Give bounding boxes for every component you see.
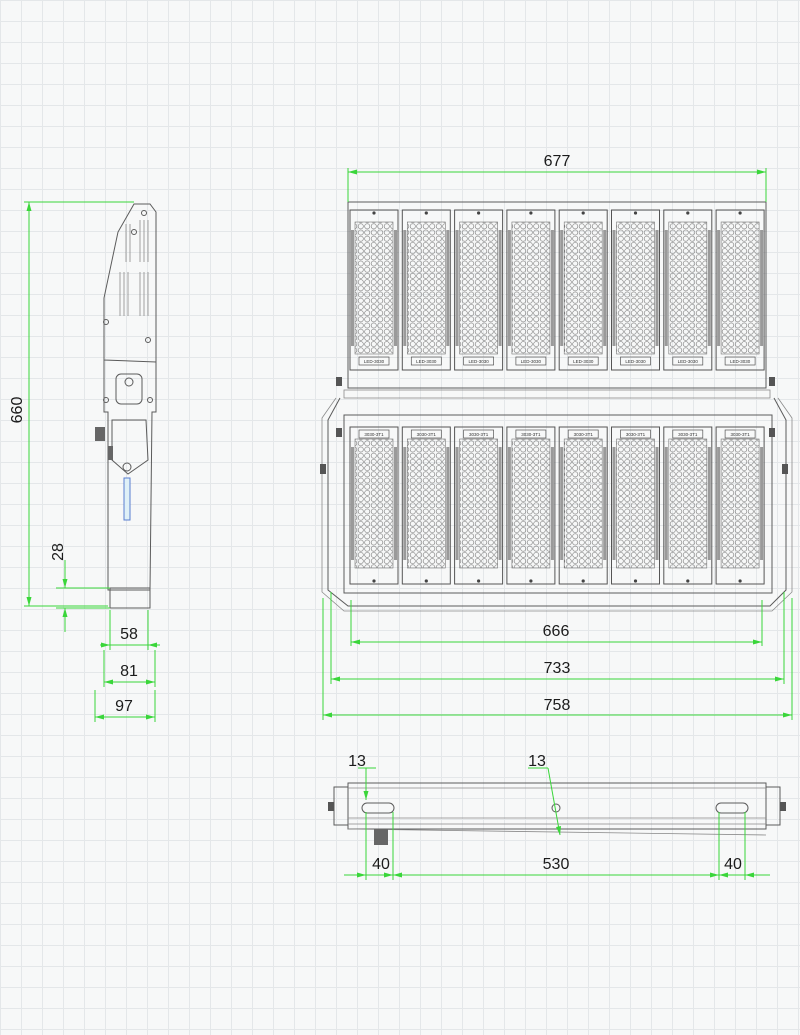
led-module-label: 3030-3T1 <box>626 432 646 437</box>
side-housing-lower <box>103 360 157 591</box>
bolt-icon <box>124 377 134 387</box>
dim-label-660: 660 <box>9 397 26 424</box>
bottom-view: 13 13 40 530 40 <box>328 753 786 880</box>
led-module: LED-3030 <box>611 209 660 371</box>
dim-28: 28 <box>50 543 110 632</box>
dim-label-13-center: 13 <box>528 753 546 770</box>
dim-label-40-left: 40 <box>372 856 390 873</box>
led-module-label: LED-3030 <box>364 359 385 364</box>
dim-label-758: 758 <box>544 697 571 714</box>
led-module: 3030-3T1 <box>663 426 713 585</box>
mounting-slot-left <box>361 802 395 814</box>
lower-housing <box>343 414 773 594</box>
dim-660: 660 <box>9 201 134 607</box>
led-module: 3030-3T1 <box>558 426 608 585</box>
led-module: 3030-3T1 <box>401 426 451 585</box>
knob-icon <box>320 464 326 474</box>
front-view: LED-3030 LED-3030 LED-3030 LED-3030 LED-3030… <box>320 153 793 720</box>
knob-icon <box>769 377 775 386</box>
dim-666: 666 <box>350 600 763 646</box>
hinge-bar <box>343 389 771 399</box>
dim-97: 97 <box>94 690 156 722</box>
dim-label-28: 28 <box>50 543 67 561</box>
led-module-label: LED-3030 <box>730 359 751 364</box>
knob-icon <box>336 428 342 437</box>
cable-gland-icon <box>374 829 388 845</box>
led-module: LED-3030 <box>663 209 713 371</box>
led-module: LED-3030 <box>349 209 399 371</box>
led-module-label: LED-3030 <box>678 359 699 364</box>
side-housing-upper <box>103 203 157 363</box>
upper-housing <box>347 201 767 389</box>
bottom-housing <box>347 782 767 830</box>
knob-icon <box>336 377 342 386</box>
yoke-bracket <box>327 397 787 607</box>
led-module: 3030-3T1 <box>506 426 556 585</box>
side-bracket-arm <box>111 419 149 475</box>
led-module-label: 3030-3T1 <box>678 432 698 437</box>
led-module-label: LED-3030 <box>625 359 646 364</box>
knob-icon <box>780 802 786 811</box>
bolt-icon <box>122 462 132 472</box>
dim-58: 58 <box>100 610 160 650</box>
led-module-label: LED-3030 <box>521 359 542 364</box>
dim-81: 81 <box>103 650 156 687</box>
led-module-label: 3030-3T1 <box>469 432 489 437</box>
led-module-label: 3030-3T1 <box>730 432 750 437</box>
led-module: 3030-3T1 <box>611 426 660 585</box>
led-module-label: 3030-3T1 <box>521 432 541 437</box>
led-module: LED-3030 <box>715 209 765 371</box>
dim-label-13-left: 13 <box>348 753 366 770</box>
dim-label-40-right: 40 <box>724 856 742 873</box>
led-module-label: LED-3030 <box>468 359 489 364</box>
dim-13-center: 13 <box>528 753 561 836</box>
led-module: LED-3030 <box>401 209 451 371</box>
cable-gland-icon <box>95 427 105 441</box>
led-module: 3030-3T1 <box>715 426 765 585</box>
knob-icon <box>782 464 788 474</box>
dim-733: 733 <box>330 592 785 684</box>
dim-label-81: 81 <box>120 663 138 680</box>
bottom-led-modules: 3030-3T1 3030-3T1 3030-3T1 3030-3T1 3030-3T1… <box>349 426 765 585</box>
led-module-label: LED-3030 <box>416 359 437 364</box>
knob-icon <box>328 802 334 811</box>
knob-icon <box>769 428 775 437</box>
dim-label-677: 677 <box>544 153 571 170</box>
side-light-strip <box>123 477 131 521</box>
dim-677: 677 <box>347 153 767 202</box>
dim-chain-bottom: 40 530 40 <box>344 812 770 880</box>
mounting-slot-right <box>715 802 749 814</box>
dim-label-666: 666 <box>543 623 570 640</box>
led-module-label: 3030-3T1 <box>364 432 384 437</box>
led-module: LED-3030 <box>558 209 608 371</box>
top-led-modules: LED-3030 LED-3030 LED-3030 LED-3030 LED-3030… <box>349 209 765 371</box>
dim-758: 758 <box>322 598 793 720</box>
led-module: LED-3030 <box>506 209 556 371</box>
led-module-label: 3030-3T1 <box>574 432 594 437</box>
led-module-label: 3030-3T1 <box>417 432 437 437</box>
side-bracket-pivot <box>115 373 143 405</box>
led-module: 3030-3T1 <box>454 426 504 585</box>
dim-label-58: 58 <box>120 626 138 643</box>
dim-label-733: 733 <box>544 660 571 677</box>
dim-13-left: 13 <box>348 753 376 800</box>
side-view: 660 28 58 81 <box>9 201 160 722</box>
side-base <box>109 587 151 609</box>
dim-label-530: 530 <box>543 856 570 873</box>
dim-label-97: 97 <box>115 698 133 715</box>
led-module: LED-3030 <box>454 209 504 371</box>
led-module: 3030-3T1 <box>349 426 399 585</box>
led-module-label: LED-3030 <box>573 359 594 364</box>
